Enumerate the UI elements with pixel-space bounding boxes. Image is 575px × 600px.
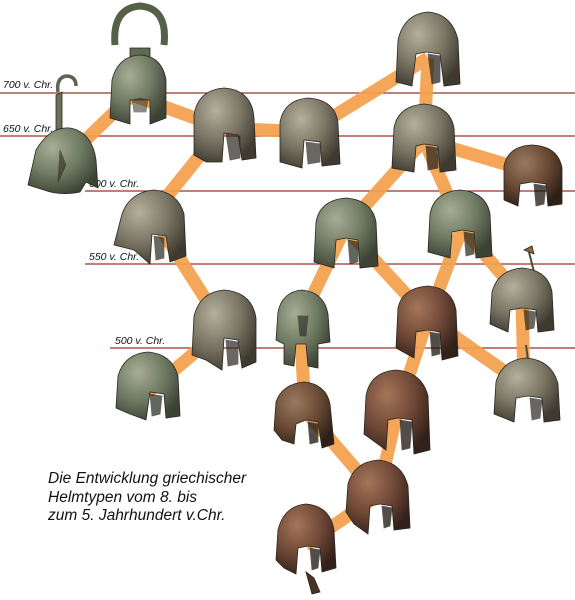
timeline-label-550: 550 v. Chr.: [89, 251, 139, 263]
helmet-rust-corinthian-right-450: [363, 369, 431, 455]
caption-line: Helmtypen vom 8. bis: [48, 488, 198, 506]
timeline-labels: 700 v. Chr. 650 v. Chr. 600 v. Chr. 550 …: [3, 79, 165, 347]
helmet-green-corinthian-center: [313, 197, 379, 269]
helmets: [27, 2, 563, 595]
helmet-illyrian-600: [113, 189, 187, 265]
helmet-illyrian-crest: [109, 2, 168, 125]
timeline-label-700: 700 v. Chr.: [3, 79, 53, 91]
helmet-corinthian-700: [395, 11, 461, 87]
helmet-green-chalcidian-500: [275, 289, 331, 369]
helmet-chalcidian-left: [115, 351, 181, 421]
helmet-green-corinthian-right: [427, 189, 493, 259]
timeline-label-650: 650 v. Chr.: [3, 123, 53, 135]
helmet-crested-right-450: [493, 344, 561, 423]
helmet-kegel-hook: [27, 74, 99, 194]
helmet-crested-right-500: [489, 245, 555, 333]
timeline-label-500: 500 v. Chr.: [115, 335, 165, 347]
helmet-early-corinthian: [193, 87, 257, 163]
helmet-rust-corinthian-500: [395, 285, 459, 361]
helmet-corinthian-650-right: [391, 103, 457, 173]
helmet-dark-corinthian-left-450: [273, 381, 335, 449]
helmet-rust-400: [345, 459, 411, 535]
helmet-bottom: [275, 503, 337, 595]
caption-line: zum 5. Jahrhundert v.Chr.: [48, 507, 226, 524]
helmet-brown-right-600: [503, 144, 563, 207]
helmet-corinthian-650: [279, 97, 341, 169]
timeline-label-600: 600 v. Chr.: [89, 178, 139, 190]
caption-line: Die Entwicklung griechischer: [48, 470, 247, 487]
diagram-caption: Die Entwicklung griechischer Helmtypen v…: [48, 470, 308, 526]
helmet-illyrian-500: [191, 289, 257, 371]
